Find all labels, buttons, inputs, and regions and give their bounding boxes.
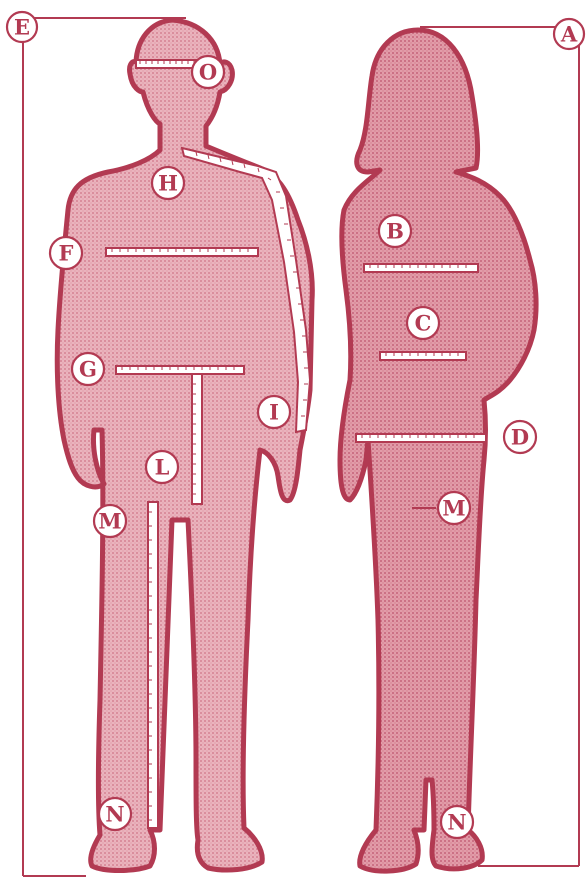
label-C: C [407, 307, 439, 339]
man-body-silhouette [57, 20, 312, 871]
svg-text:E: E [14, 15, 30, 40]
label-H: H [152, 167, 184, 199]
tape-bust-B [364, 264, 478, 272]
svg-text:B: B [386, 219, 404, 244]
tape-waist-G [116, 366, 244, 374]
svg-text:A: A [560, 22, 578, 47]
label-N-man: N [99, 798, 131, 830]
svg-text:I: I [269, 400, 279, 425]
tape-inseam-M [148, 502, 158, 828]
label-D: D [504, 421, 536, 453]
svg-text:O: O [199, 60, 217, 85]
svg-text:H: H [158, 171, 178, 196]
label-O: O [192, 56, 224, 88]
svg-text:M: M [442, 496, 465, 521]
woman-figure [340, 30, 536, 871]
label-N-woman: N [441, 806, 473, 838]
label-L: L [146, 451, 178, 483]
svg-text:D: D [511, 425, 529, 450]
label-M-man: M [94, 505, 126, 537]
label-G: G [72, 353, 104, 385]
tape-chest [106, 248, 258, 256]
man-figure [57, 20, 312, 871]
label-I: I [258, 396, 290, 428]
svg-text:N: N [447, 810, 466, 835]
svg-text:C: C [415, 311, 432, 336]
label-B: B [379, 215, 411, 247]
woman-body-silhouette [340, 30, 536, 871]
svg-text:G: G [79, 357, 97, 382]
svg-text:N: N [105, 802, 124, 827]
label-F: F [50, 237, 82, 269]
svg-text:F: F [59, 241, 74, 266]
svg-text:L: L [155, 455, 170, 480]
label-M-woman: M [438, 492, 470, 524]
tape-waist-C [380, 352, 466, 360]
label-A: A [554, 19, 584, 49]
label-E: E [7, 12, 37, 42]
svg-text:M: M [98, 509, 121, 534]
